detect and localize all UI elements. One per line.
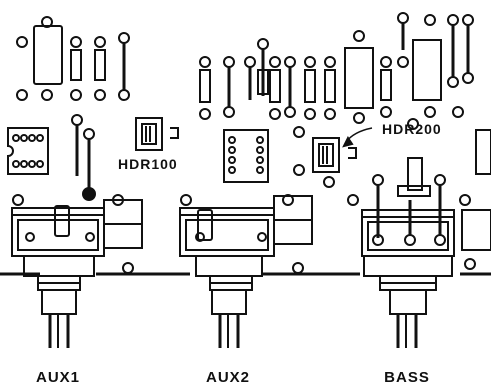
hdr100-connector (135, 117, 179, 151)
hdr200-label: HDR200 (382, 121, 442, 137)
hdr100-label: HDR100 (118, 156, 178, 172)
potentiometer-aux2 (179, 194, 313, 348)
bass-label: BASS (384, 369, 430, 386)
component-group-top-right (397, 12, 491, 175)
resistor-block-top-left (16, 16, 130, 101)
hdr200-connector (312, 127, 373, 173)
aux1-label: AUX1 (35, 369, 81, 386)
aux2-label: AUX2 (205, 369, 251, 386)
ic-chip-center (223, 129, 269, 183)
ic-chip-left (7, 127, 49, 175)
potentiometer-aux1 (11, 194, 143, 348)
potentiometer-bass (347, 157, 491, 348)
component-group-center (199, 30, 392, 124)
